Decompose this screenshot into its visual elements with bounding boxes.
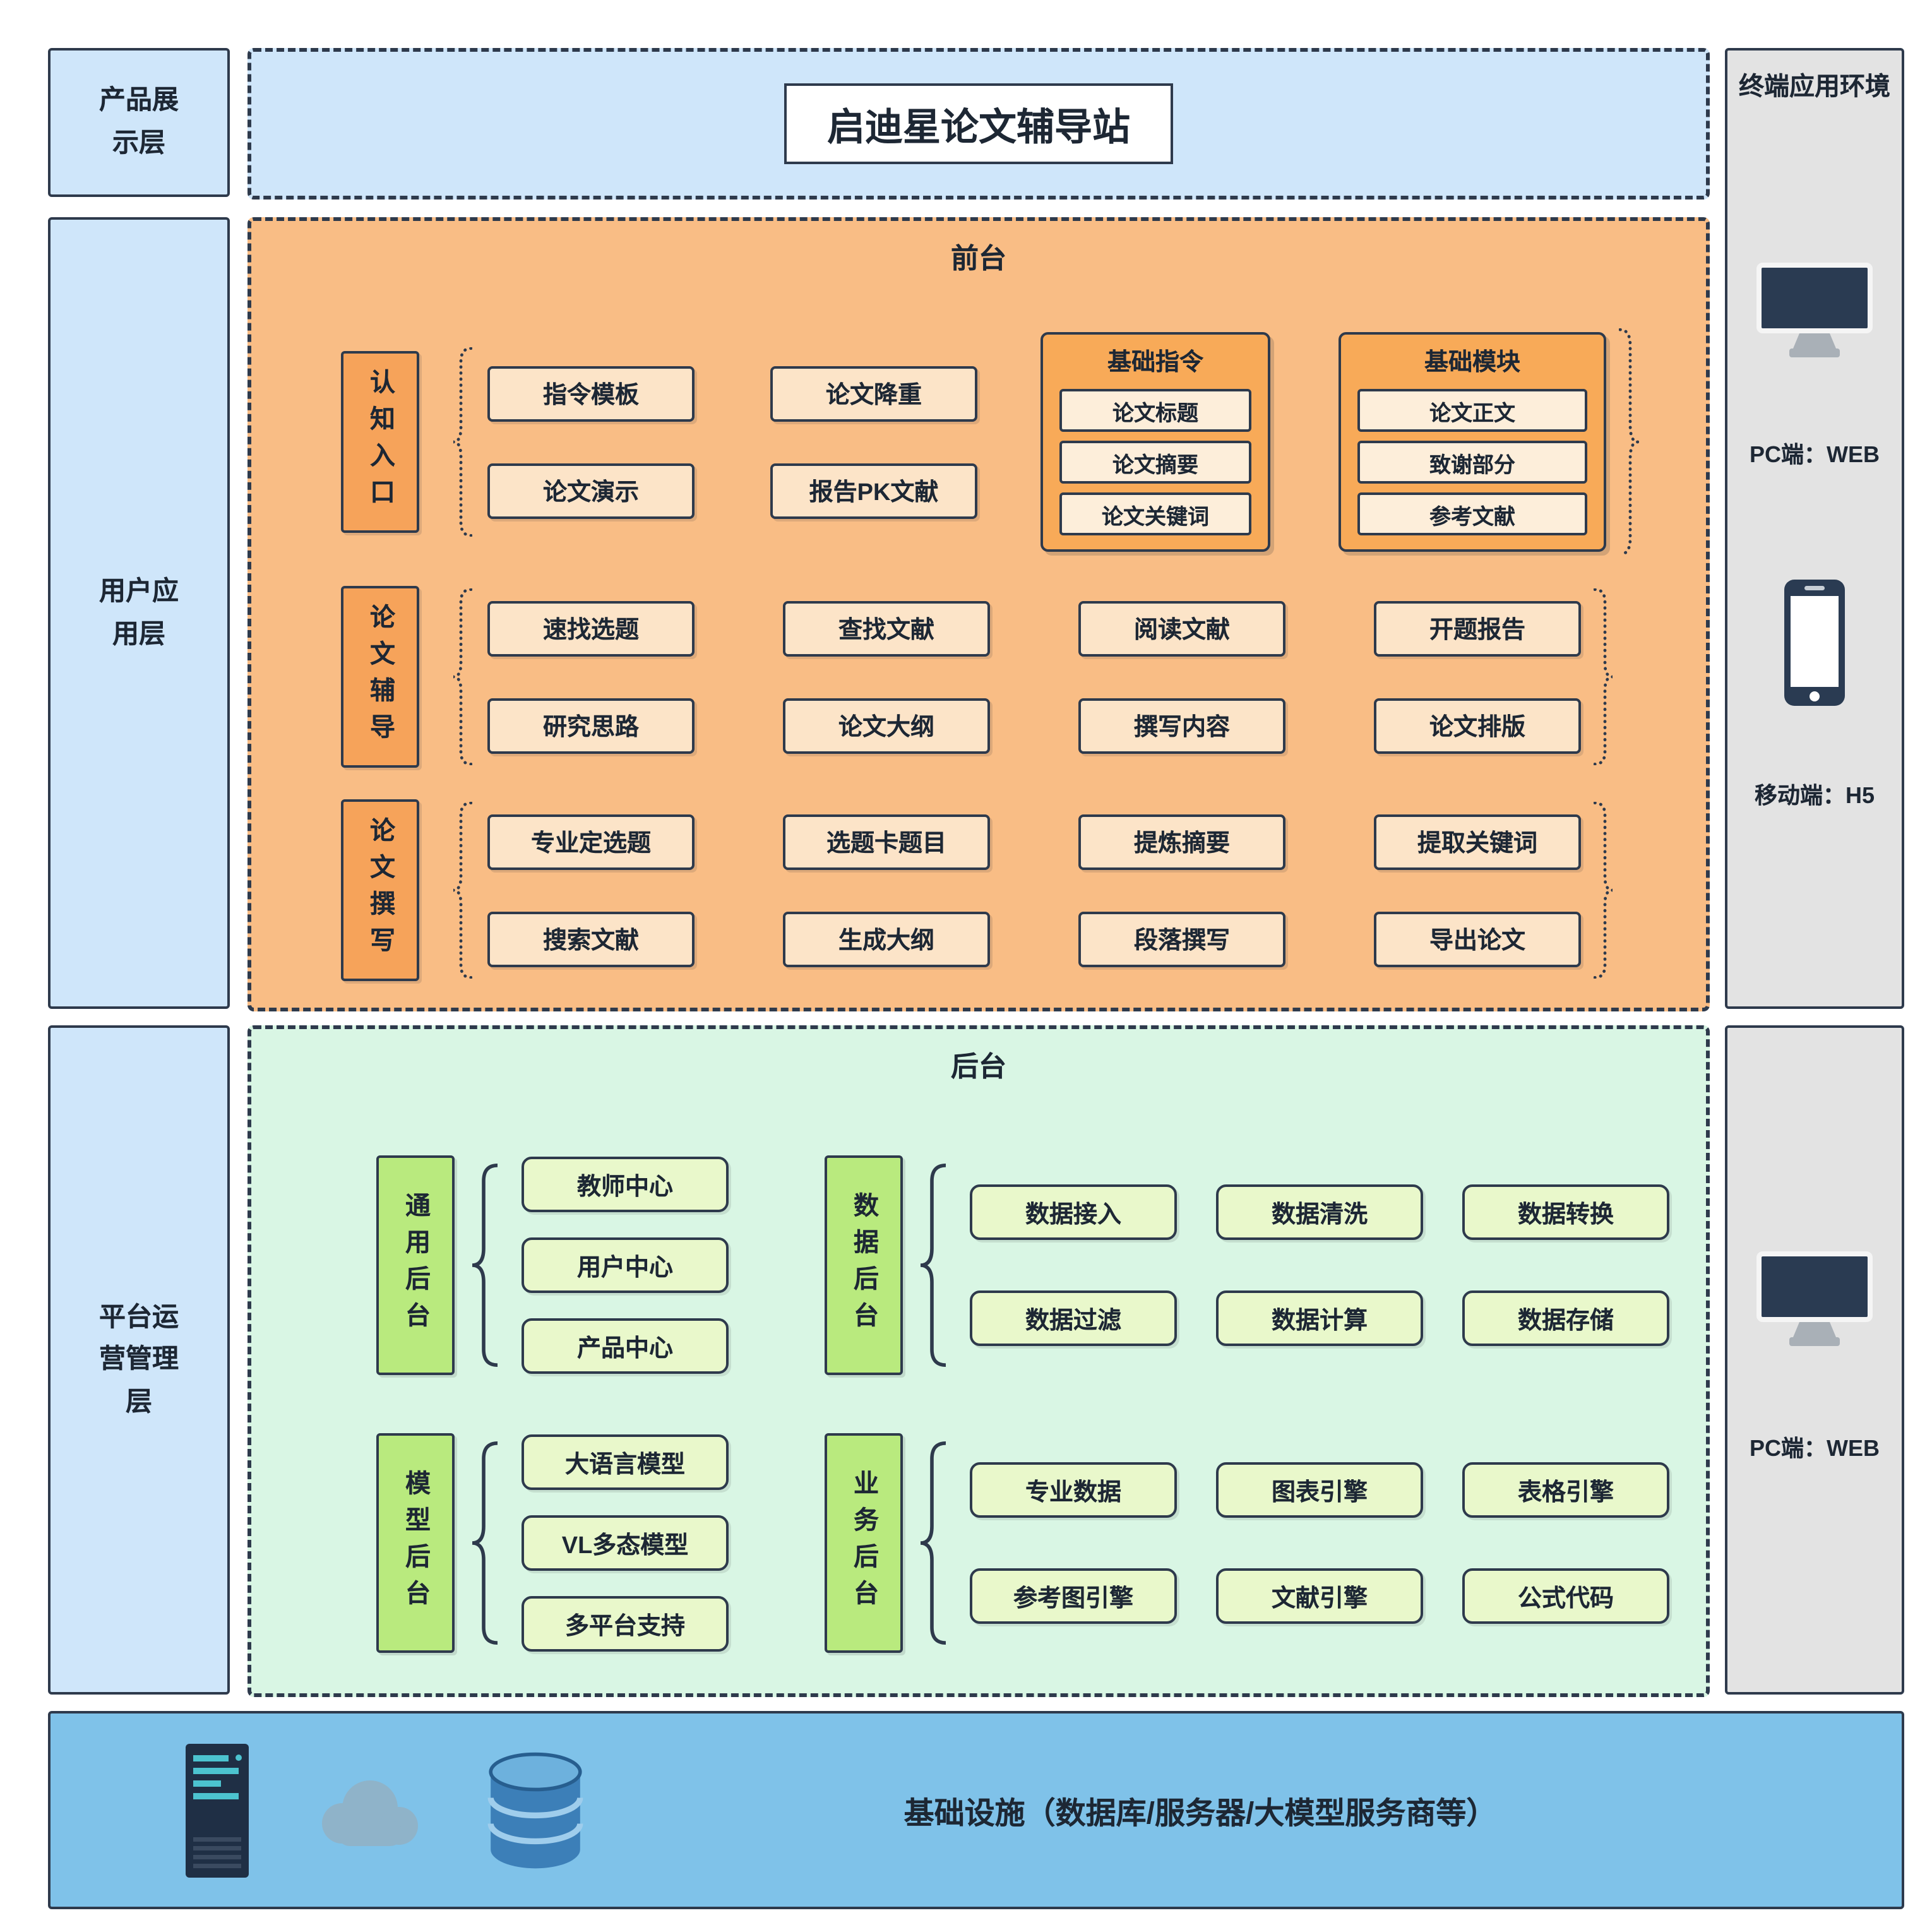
dotted-brace-left-icon xyxy=(452,588,472,765)
node-paper-rewrite: 论文降重 xyxy=(770,366,977,421)
node-chart-engine: 图表引擎 xyxy=(1216,1462,1423,1518)
basic-instructions-group: 基础指令 论文标题 论文摘要 论文关键词 xyxy=(1041,332,1270,552)
node-professional-data: 专业数据 xyxy=(970,1462,1177,1518)
backend-group-model: 模型后台 大语言模型 VL多态模型 多平台支持 xyxy=(376,1433,729,1653)
category-general-backend: 通用后台 xyxy=(376,1155,455,1375)
basic-instructions-title: 基础指令 xyxy=(1107,350,1203,376)
node-paragraph-writing: 段落撰写 xyxy=(1078,911,1285,967)
category-paper-writing: 论文撰写 xyxy=(341,799,419,981)
node-paper-demo: 论文演示 xyxy=(487,463,695,518)
node-export-paper: 导出论文 xyxy=(1374,911,1581,967)
node-teacher-center: 教师中心 xyxy=(522,1157,729,1212)
category-paper-tutoring: 论文辅导 xyxy=(341,586,419,768)
pc-web-label-top: PC端：WEB xyxy=(1750,442,1880,467)
basic-modules-group: 基础模块 论文正文 致谢部分 参考文献 xyxy=(1339,332,1606,552)
dotted-brace-right-icon xyxy=(1594,802,1614,979)
node-topic-card-title: 选题卡题目 xyxy=(783,814,990,869)
smartphone-icon xyxy=(1784,580,1845,706)
node-extract-keywords: 提取关键词 xyxy=(1374,814,1581,869)
infrastructure-label: 基础设施（数据库/服务器/大模型服务商等） xyxy=(903,1797,1497,1831)
infrastructure-icons xyxy=(183,1741,587,1880)
layer-label-user-application: 用户应 用层 xyxy=(48,217,230,1009)
mobile-h5-label: 移动端：H5 xyxy=(1754,783,1875,808)
frontend-zone-label: 前台 xyxy=(950,242,1006,274)
node-table-engine: 表格引擎 xyxy=(1462,1462,1669,1518)
layer-label-platform-operations: 平台运 营管理 层 xyxy=(48,1025,230,1695)
infrastructure-bar: 基础设施（数据库/服务器/大模型服务商等） xyxy=(48,1711,1904,1909)
dotted-brace-left-icon xyxy=(452,347,472,537)
node-research-ideas: 研究思路 xyxy=(487,698,695,753)
curly-brace-icon xyxy=(918,1441,948,1645)
node-data-storage: 数据存储 xyxy=(1462,1290,1669,1346)
node-read-literature: 阅读文献 xyxy=(1078,600,1285,656)
node-paper-body: 论文正文 xyxy=(1357,389,1587,432)
frontend-row-paper-tutoring: 论文辅导 速找选题 查找文献 阅读文献 开题报告 研究思路 论文大纲 撰写内容 … xyxy=(341,585,1614,769)
node-formula-code: 公式代码 xyxy=(1462,1568,1669,1624)
cloud-icon xyxy=(322,1780,418,1845)
node-llm: 大语言模型 xyxy=(522,1434,729,1490)
frontend-row-paper-writing: 论文撰写 专业定选题 选题卡题目 提炼摘要 提取关键词 搜索文献 生成大纲 段落… xyxy=(341,798,1614,982)
database-icon xyxy=(487,1751,583,1868)
node-proposal-report: 开题报告 xyxy=(1374,600,1581,656)
dotted-brace-right-icon xyxy=(1619,328,1639,556)
node-product-center: 产品中心 xyxy=(522,1318,729,1374)
page-title: 启迪星论文辅导站 xyxy=(784,83,1173,164)
product-display-zone: 启迪星论文辅导站 xyxy=(247,48,1710,200)
backend-group-business: 业务后台 专业数据 图表引擎 表格引擎 参考图引擎 文献引擎 公式代码 xyxy=(825,1433,1669,1653)
node-search-literature: 搜索文献 xyxy=(487,911,695,967)
category-cognitive-entry: 认知入口 xyxy=(341,351,419,533)
node-data-access: 数据接入 xyxy=(970,1184,1177,1240)
backend-group-general: 通用后台 教师中心 用户中心 产品中心 xyxy=(376,1155,729,1375)
server-icon xyxy=(186,1743,249,1877)
node-generate-outline: 生成大纲 xyxy=(783,911,990,967)
curly-brace-icon xyxy=(470,1163,500,1368)
terminal-environment-title: 终端应用环境 xyxy=(1739,73,1890,101)
frontend-zone: 前台 认知入口 指令模板 论文演示 论文降重 报告PK文献 基础指令 论文标题 … xyxy=(247,217,1710,1011)
pc-web-label-bottom: PC端：WEB xyxy=(1750,1436,1880,1461)
node-data-cleaning: 数据清洗 xyxy=(1216,1184,1423,1240)
node-paper-title: 论文标题 xyxy=(1059,389,1251,432)
node-write-content: 撰写内容 xyxy=(1078,698,1285,753)
node-refine-abstract: 提炼摘要 xyxy=(1078,814,1285,869)
node-vl-multimodal: VL多态模型 xyxy=(522,1515,729,1571)
terminal-environment-panel-bottom: PC端：WEB xyxy=(1725,1025,1904,1695)
monitor-icon xyxy=(1756,1251,1873,1346)
category-business-backend: 业务后台 xyxy=(825,1433,903,1653)
node-paper-layout: 论文排版 xyxy=(1374,698,1581,753)
frontend-row-cognitive-entry: 认知入口 指令模板 论文演示 论文降重 报告PK文献 基础指令 论文标题 论文摘… xyxy=(341,326,1639,558)
dotted-brace-left-icon xyxy=(452,802,472,979)
backend-zone: 后台 通用后台 教师中心 用户中心 产品中心 数据后台 数据接入 数据清洗 数据… xyxy=(247,1025,1710,1697)
node-ref-image-engine: 参考图引擎 xyxy=(970,1568,1177,1624)
terminal-environment-panel: 终端应用环境 PC端：WEB 移动端：H5 xyxy=(1725,48,1904,1009)
node-paper-outline: 论文大纲 xyxy=(783,698,990,753)
dotted-brace-right-icon xyxy=(1594,588,1614,765)
curly-brace-icon xyxy=(470,1441,500,1645)
node-paper-keywords: 论文关键词 xyxy=(1059,492,1251,535)
node-acknowledgement: 致谢部分 xyxy=(1357,441,1587,484)
node-literature-engine: 文献引擎 xyxy=(1216,1568,1423,1624)
node-data-transform: 数据转换 xyxy=(1462,1184,1669,1240)
layer-label-product-display: 产品展 示层 xyxy=(48,48,230,197)
monitor-icon xyxy=(1756,263,1873,357)
node-find-literature: 查找文献 xyxy=(783,600,990,656)
backend-group-data: 数据后台 数据接入 数据清洗 数据转换 数据过滤 数据计算 数据存储 xyxy=(825,1155,1669,1375)
node-paper-abstract: 论文摘要 xyxy=(1059,441,1251,484)
category-data-backend: 数据后台 xyxy=(825,1155,903,1375)
node-report-pk-literature: 报告PK文献 xyxy=(770,463,977,518)
backend-zone-label: 后台 xyxy=(950,1051,1006,1082)
curly-brace-icon xyxy=(918,1163,948,1368)
node-data-compute: 数据计算 xyxy=(1216,1290,1423,1346)
node-pro-topic-selection: 专业定选题 xyxy=(487,814,695,869)
node-multi-platform: 多平台支持 xyxy=(522,1596,729,1652)
node-user-center: 用户中心 xyxy=(522,1237,729,1293)
node-references: 参考文献 xyxy=(1357,492,1587,535)
node-quick-topic: 速找选题 xyxy=(487,600,695,656)
node-instruction-template: 指令模板 xyxy=(487,366,695,421)
node-data-filter: 数据过滤 xyxy=(970,1290,1177,1346)
category-model-backend: 模型后台 xyxy=(376,1433,455,1653)
basic-modules-title: 基础模块 xyxy=(1424,350,1520,376)
